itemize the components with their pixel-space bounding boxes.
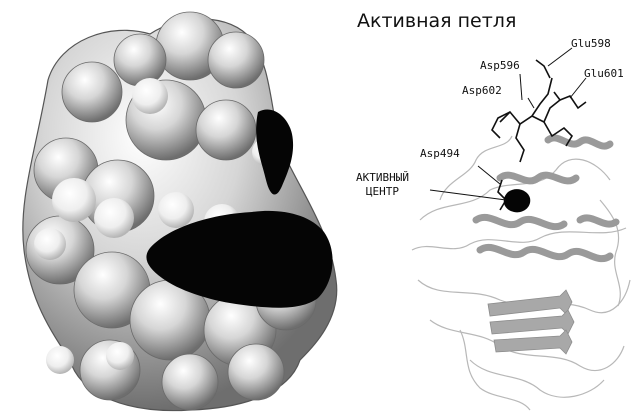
active-center-label: АКТИВНЫЙ ЦЕНТР (356, 171, 409, 199)
surface-bump (208, 32, 264, 88)
active-center-blob (504, 189, 531, 212)
surface-highlight (106, 342, 134, 370)
surface-highlight (52, 178, 96, 222)
figure-title: Активная петля (357, 10, 516, 32)
surface-highlight (132, 78, 168, 114)
beta-sheets (488, 290, 574, 354)
surface-highlight (46, 346, 74, 374)
surface-highlight (34, 228, 66, 260)
active-center-line2: ЦЕНТР (356, 185, 409, 199)
surface-bump (114, 34, 166, 86)
label-asp494: Asp494 (420, 147, 460, 160)
ribbon-structure-panel (412, 48, 630, 410)
surface-bump (196, 100, 256, 160)
label-glu601: Glu601 (584, 67, 624, 80)
active-center-line1: АКТИВНЫЙ (356, 171, 409, 185)
surface-bump (228, 344, 284, 400)
label-asp602: Asp602 (462, 84, 502, 97)
molecular-surface-panel (23, 12, 337, 411)
surface-highlight (94, 198, 134, 238)
surface-highlight (158, 192, 194, 228)
label-asp596: Asp596 (480, 59, 520, 72)
label-glu598: Glu598 (571, 37, 611, 50)
surface-bump (62, 62, 122, 122)
surface-bump (162, 354, 218, 410)
active-loop-sidechains (492, 60, 586, 210)
